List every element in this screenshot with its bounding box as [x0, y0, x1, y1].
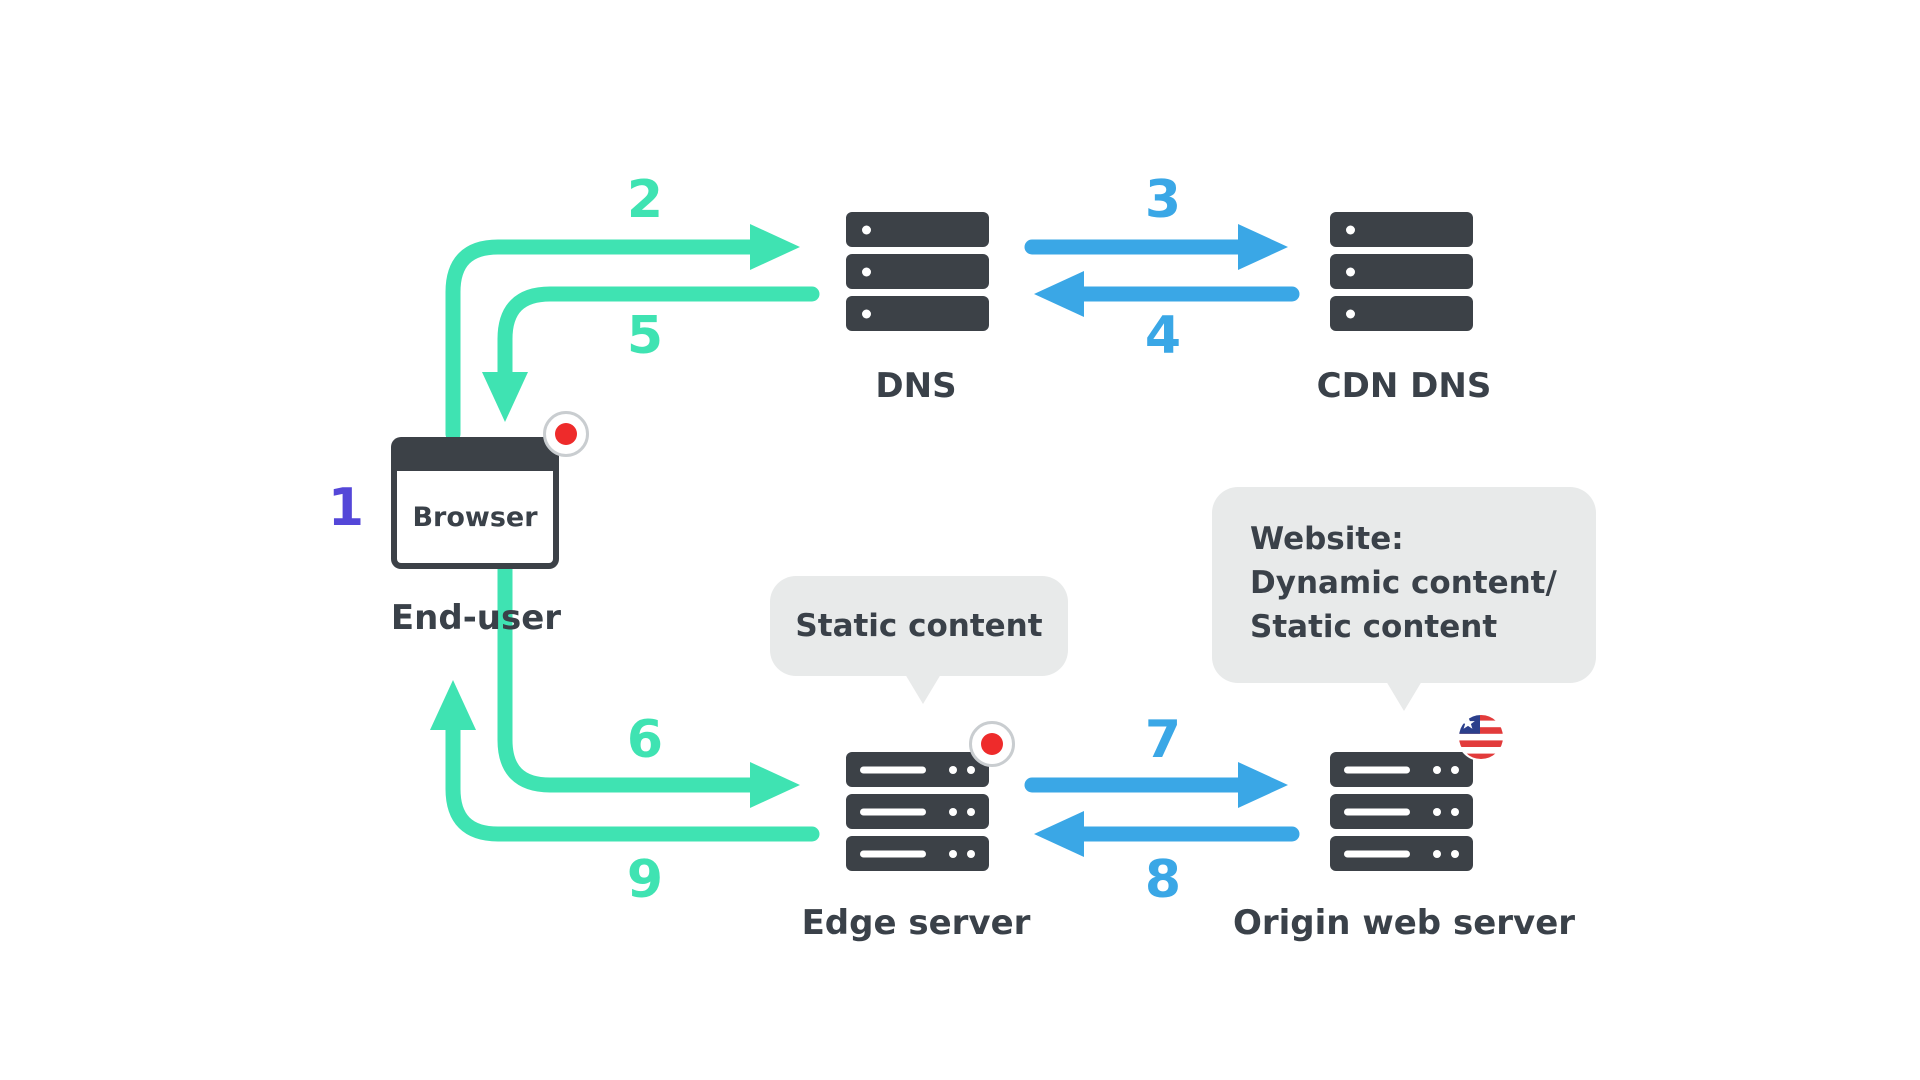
server-bar [846, 212, 989, 247]
step-7-label: 7 [1144, 710, 1182, 770]
arrow-5-head [482, 372, 528, 422]
browser-window-icon: Browser [391, 437, 559, 569]
end-user-label: End-user [390, 598, 562, 638]
server-bar [1330, 212, 1473, 247]
arrow-2 [445, 239, 762, 442]
server-bar [1330, 794, 1473, 829]
record-dot-icon [543, 411, 589, 457]
browser-titlebar [391, 437, 559, 471]
step-6-label: 6 [626, 710, 664, 770]
step-3-label: 3 [1144, 170, 1182, 230]
cdn-dns-label: CDN DNS [1316, 366, 1492, 406]
us-flag-icon [1457, 713, 1505, 761]
arrow-6 [497, 558, 762, 793]
origin-server-icon [1330, 752, 1473, 871]
arrow-5 [497, 286, 820, 384]
step-8-label: 8 [1144, 850, 1182, 910]
arrow-7-head [1238, 762, 1288, 808]
step-9-label: 9 [626, 850, 664, 910]
static-content-bubble-text: Static content [795, 608, 1043, 644]
edge-server-label: Edge server [801, 903, 1031, 943]
step-1-label: 1 [327, 478, 365, 538]
dns-label: DNS [875, 366, 957, 406]
dns-server-icon [846, 212, 989, 331]
arrow-9-head [430, 680, 476, 730]
edge-server-icon [846, 752, 989, 871]
website-bubble-line1: Website: [1250, 521, 1404, 557]
website-bubble-line3: Static content [1250, 609, 1498, 646]
step-4-label: 4 [1144, 306, 1182, 366]
server-bar [846, 254, 989, 289]
arrow-4-head [1034, 271, 1084, 317]
server-bar [846, 794, 989, 829]
static-content-bubble: Static content [770, 576, 1068, 704]
origin-server-label: Origin web server [1232, 903, 1576, 943]
server-bar [1330, 836, 1473, 871]
arrow-2-head [750, 224, 800, 270]
arrow-3-head [1238, 224, 1288, 270]
server-bar [846, 296, 989, 331]
record-dot-icon [969, 721, 1015, 767]
browser-title-text: Browser [391, 471, 559, 569]
arrow-9 [445, 718, 820, 842]
server-bar [1330, 254, 1473, 289]
server-bar [846, 752, 989, 787]
server-bar [1330, 752, 1473, 787]
arrow-8-head [1034, 811, 1084, 857]
bubble-tail [1386, 681, 1422, 711]
arrow-6-head [750, 762, 800, 808]
cdn-dns-server-icon [1330, 212, 1473, 331]
website-bubble-line2: Dynamic content/ [1250, 565, 1557, 602]
server-bar [1330, 296, 1473, 331]
bubble-tail [905, 674, 941, 704]
server-bar [846, 836, 989, 871]
step-5-label: 5 [626, 306, 664, 366]
website-bubble: Website: Dynamic content/ Static content [1212, 487, 1596, 711]
step-2-label: 2 [626, 170, 664, 230]
